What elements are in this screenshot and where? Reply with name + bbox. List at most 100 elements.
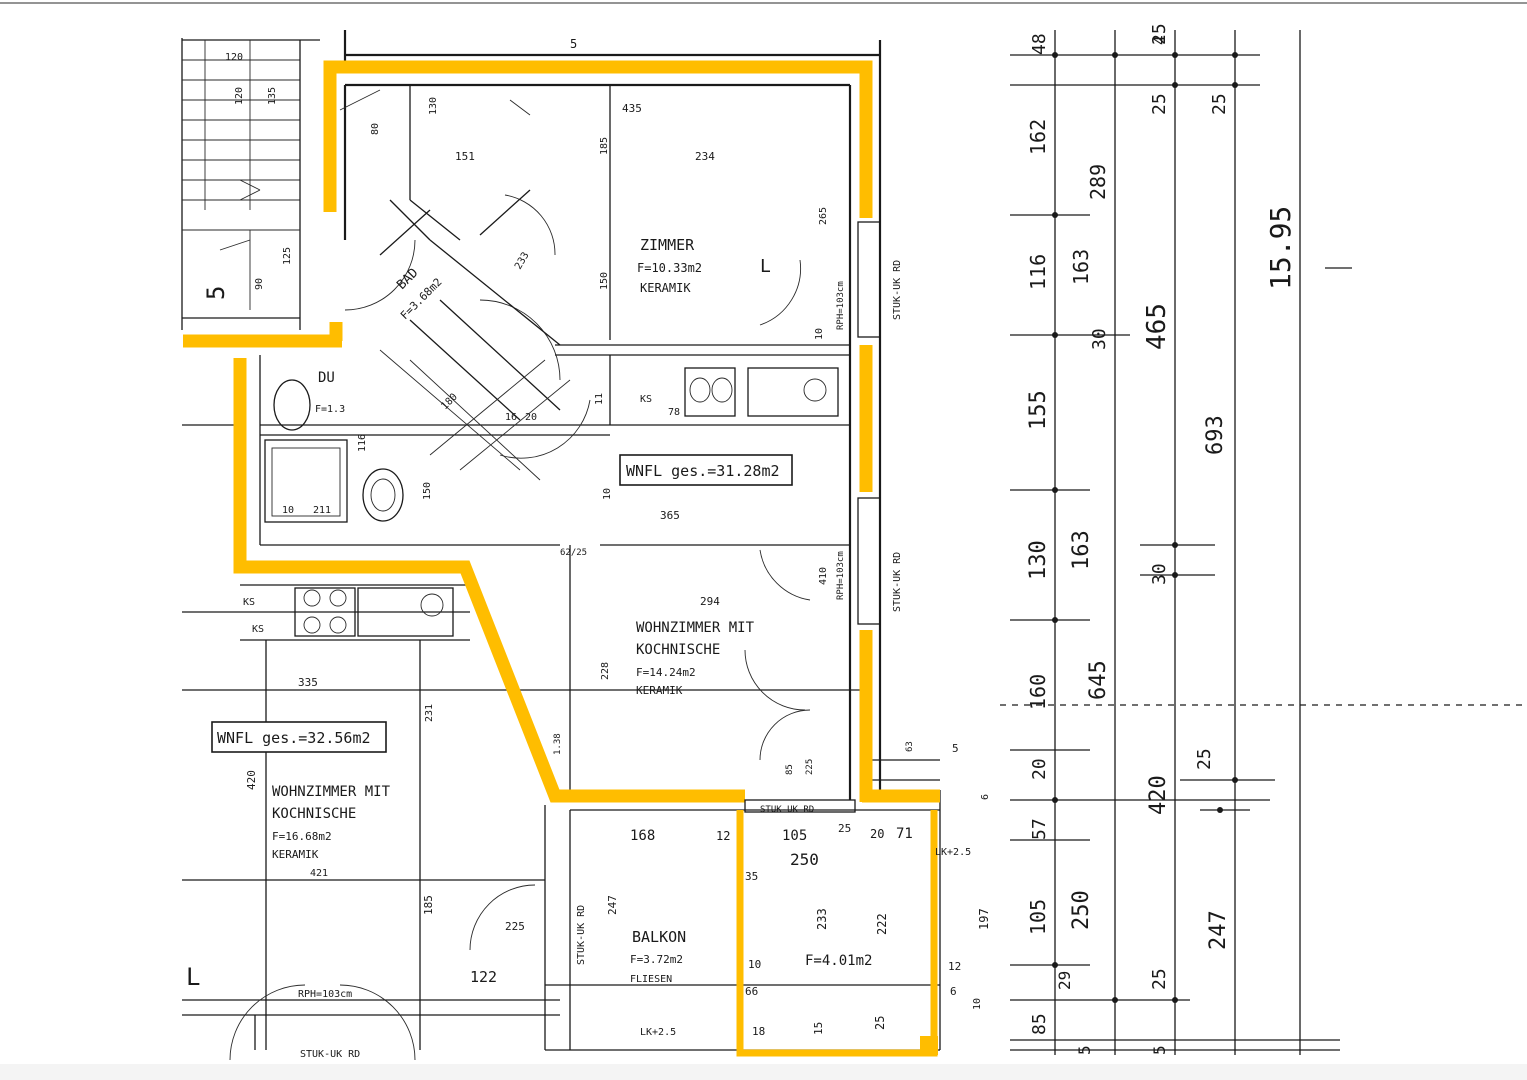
dim-label: 25 bbox=[873, 1016, 887, 1030]
room-area: F=10.33m2 bbox=[637, 261, 702, 275]
dim-chain-value: 163 bbox=[1069, 249, 1093, 285]
dim-chain-value: 420 bbox=[1146, 775, 1171, 815]
dim-label: 15 bbox=[812, 1022, 825, 1035]
dim-label: 116 bbox=[357, 434, 368, 452]
dim-chain-value: 5 bbox=[1075, 1045, 1094, 1055]
room-balkon: BALKON F=3.72m2 FLIESEN F=4.01m2 bbox=[630, 928, 872, 985]
dim-chain-value: 163 bbox=[1069, 530, 1094, 570]
dim-label: 247 bbox=[606, 895, 619, 915]
dim-label: 25 bbox=[838, 822, 851, 835]
dim-label: 211 bbox=[313, 505, 331, 516]
dim-chain-value: 645 bbox=[1086, 660, 1111, 700]
dim-chain-value: 162 bbox=[1026, 119, 1050, 155]
dim-chain-value: 85 bbox=[1029, 1013, 1050, 1035]
dim-chain-value: 155 bbox=[1026, 390, 1051, 430]
dim-chain-value: 48 bbox=[1029, 33, 1050, 55]
dim-label: 120 bbox=[225, 52, 243, 63]
rph-label: RPH=103cm bbox=[836, 281, 846, 330]
dim-label: 125 bbox=[282, 247, 293, 265]
dim-label: 5 bbox=[952, 742, 959, 755]
corner-mark: L bbox=[186, 963, 200, 991]
room-name: DU bbox=[318, 370, 335, 386]
dim-chain-value: 25 bbox=[1194, 748, 1215, 770]
dim-label: 150 bbox=[599, 272, 610, 290]
dim-label: 150 bbox=[422, 482, 433, 500]
dim-label: 1.38 bbox=[553, 733, 563, 755]
dim-label: 222 bbox=[875, 913, 889, 935]
dim-label: 265 bbox=[818, 207, 829, 225]
dim-chain-value: 116 bbox=[1026, 254, 1050, 290]
dim-label: 85 bbox=[785, 764, 795, 775]
wnfl-box-left bbox=[211, 721, 387, 753]
dim-label: 185 bbox=[599, 137, 610, 155]
dimension-chain-3: 4 25 30 465 693 30 420 247 25 5 bbox=[1089, 35, 1231, 1055]
room-du: DU F=1.3 bbox=[315, 370, 345, 415]
room-area: F=14.24m2 bbox=[636, 666, 696, 679]
room-bad: BAD F=3.68m2 bbox=[394, 265, 444, 322]
dim-chain-value: 693 bbox=[1203, 415, 1228, 455]
scan-edge-band bbox=[0, 1064, 1527, 1080]
dim-chain-value: 105 bbox=[1026, 899, 1050, 935]
dim-label: 105 bbox=[782, 828, 807, 844]
room-name: KOCHNISCHE bbox=[272, 806, 356, 822]
wnfl-box-right bbox=[619, 454, 793, 486]
dim-label: 250 bbox=[790, 850, 819, 869]
room-floor: FLIESEN bbox=[630, 974, 672, 985]
corner-mark: L bbox=[760, 256, 771, 277]
wnfl-label-right: WNFL ges.=31.28m2 bbox=[626, 462, 780, 480]
room-name: WOHNZIMMER MIT bbox=[636, 620, 755, 636]
dimension-chain-1: 48 162 116 155 130 160 20 57 105 29 85 5 bbox=[1026, 33, 1094, 1055]
interior-dimensions: 5 435 151 185 234 265 150 10 130 80 11 7… bbox=[245, 37, 991, 800]
dim-chain-value: 4 bbox=[1150, 35, 1169, 45]
dim-chain-value: 247 bbox=[1206, 910, 1231, 950]
door-swings bbox=[229, 89, 811, 1061]
balcony-dimensions: 168 12 105 25 20 71 250 35 247 185 225 2… bbox=[422, 822, 991, 1038]
dim-label: 335 bbox=[298, 676, 318, 689]
dim-label: 10 bbox=[814, 328, 825, 340]
dim-label: 228 bbox=[600, 662, 611, 680]
dim-chain-value: 25 bbox=[1149, 968, 1170, 990]
room-floor: KERAMIK bbox=[640, 281, 691, 295]
highlight-west-wall bbox=[233, 358, 745, 803]
room-wohnzimmer-right: WOHNZIMMER MIT KOCHNISCHE F=14.24m2 KERA… bbox=[636, 620, 755, 697]
dim-label: 233 bbox=[513, 250, 532, 271]
dim-label: 420 bbox=[245, 770, 258, 790]
dim-label: 20 bbox=[870, 827, 884, 841]
lk-label: LK+2.5 bbox=[640, 1027, 676, 1038]
stuk-label: STUK-UK RD bbox=[576, 905, 587, 965]
dim-label: 63 bbox=[905, 741, 915, 752]
dim-label: 10 bbox=[972, 998, 983, 1010]
dim-chain-value: 130 bbox=[1026, 540, 1051, 580]
dim-chain-value: 5 bbox=[1150, 1045, 1169, 1055]
dim-label: 20 bbox=[525, 412, 537, 423]
ks-label: KS bbox=[640, 394, 652, 405]
dim-label: 151 bbox=[455, 150, 475, 163]
room-area: F=16.68m2 bbox=[272, 830, 332, 843]
room-wohnzimmer-left: WOHNZIMMER MIT KOCHNISCHE F=16.68m2 KERA… bbox=[272, 784, 391, 879]
window-frames bbox=[744, 221, 881, 813]
dim-label: 10 bbox=[602, 488, 613, 500]
dim-label: 80 bbox=[370, 123, 381, 135]
dim-label: 185 bbox=[422, 895, 435, 915]
dim-chain-value: 30 bbox=[1149, 563, 1170, 585]
dim-label: 16 bbox=[505, 412, 517, 423]
room-name: BAD bbox=[394, 265, 421, 292]
building-walls bbox=[182, 30, 941, 1051]
dim-chain-value: 30 bbox=[1089, 328, 1110, 350]
ks-label: KS bbox=[243, 597, 255, 608]
rph-label: RPH=103cm bbox=[836, 551, 846, 600]
dim-label: 18 bbox=[752, 1025, 765, 1038]
dimension-chain-lines bbox=[1000, 30, 1527, 1055]
stuk-label: STUK-UK RD bbox=[892, 552, 903, 612]
dim-label: 10 bbox=[748, 958, 761, 971]
dim-chain-value: 25 bbox=[1149, 93, 1170, 115]
dim-label: 135 bbox=[267, 87, 278, 105]
wnfl-label-left: WNFL ges.=32.56m2 bbox=[217, 729, 371, 747]
dimension-chain-4: 25 25 bbox=[1149, 23, 1230, 115]
dim-label: 168 bbox=[630, 828, 655, 844]
room-name: ZIMMER bbox=[640, 236, 695, 254]
dim-label: 6 bbox=[980, 794, 991, 800]
dimension-chain-2: 289 163 163 645 250 25 bbox=[1069, 164, 1170, 990]
